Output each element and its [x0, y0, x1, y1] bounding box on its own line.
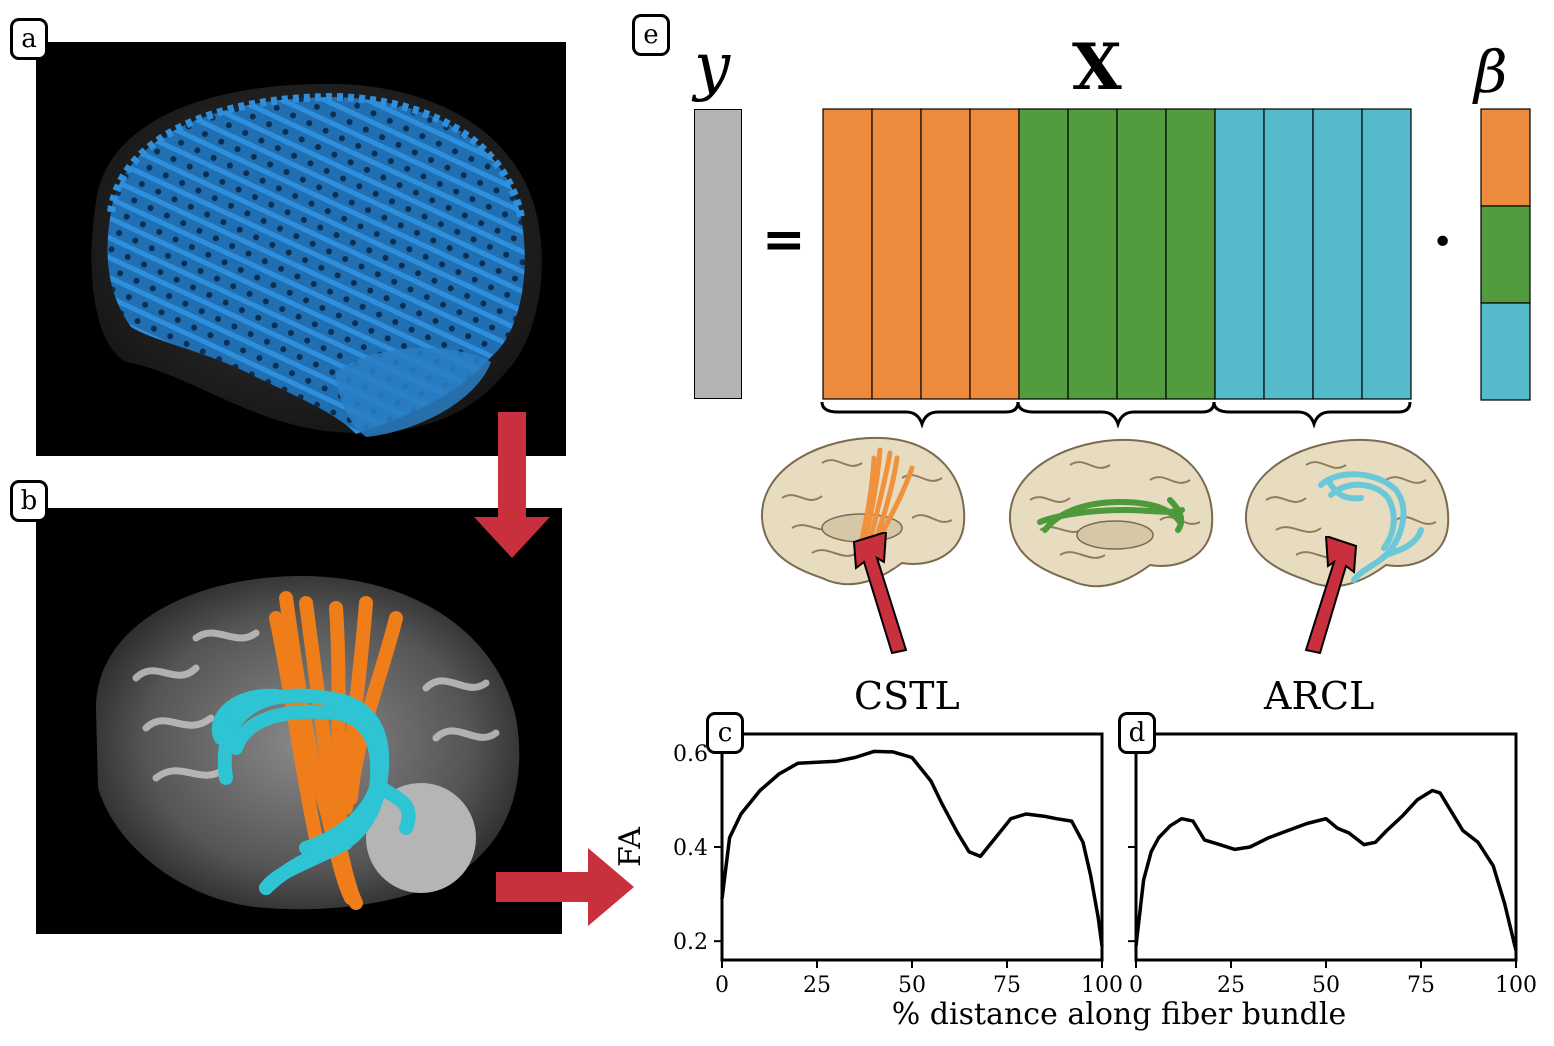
- x-tick-label-d: 100: [1495, 973, 1537, 998]
- matrix-col-cyan-4: [1361, 108, 1412, 400]
- matrix-col-green-1: [1018, 108, 1069, 400]
- y-tick-label-c: 0.2: [673, 930, 708, 955]
- down-arrow-icon: [474, 412, 550, 558]
- bundle-segmentation-image: [36, 508, 562, 934]
- bundle-name-cstl: CSTL: [854, 674, 960, 718]
- y-axis-title: FA: [613, 827, 648, 867]
- plot-frame-d: [1134, 732, 1518, 962]
- design-matrix: [822, 108, 1412, 400]
- x-matrix-symbol: X: [1072, 30, 1122, 105]
- x-tick-label-d: 0: [1129, 973, 1143, 998]
- x-tick-label-d: 75: [1407, 973, 1435, 998]
- panel-label-e: e: [632, 14, 670, 56]
- equals-sign: =: [762, 210, 806, 270]
- matrix-col-orange-2: [871, 108, 922, 400]
- brain-arcuate-image: [1244, 438, 1450, 588]
- plot-frame-c: [720, 732, 1104, 962]
- panel-label-b: b: [10, 480, 48, 522]
- matrix-col-green-3: [1116, 108, 1167, 400]
- matrix-col-green-4: [1165, 108, 1216, 400]
- x-axis-title: % distance along fiber bundle: [892, 997, 1346, 1032]
- cstl-pointer-arrow-icon: [852, 532, 908, 654]
- x-tick-label-c: 0: [715, 973, 729, 998]
- matrix-col-cyan-3: [1312, 108, 1363, 400]
- y-tick-label-c: 0.6: [673, 742, 708, 767]
- x-tick-label-c: 50: [898, 973, 926, 998]
- matrix-col-cyan-1: [1214, 108, 1265, 400]
- whole-brain-tractography-image: [36, 42, 566, 456]
- brain-callosum-image: [1008, 438, 1214, 588]
- x-tick-label-c: 75: [993, 973, 1021, 998]
- fa-profile-line-d: [1134, 788, 1518, 952]
- matrix-col-cyan-2: [1263, 108, 1314, 400]
- x-tick-label-c: 100: [1081, 973, 1123, 998]
- y-tick-label-c: 0.4: [673, 836, 708, 861]
- group-braces: [820, 401, 1412, 429]
- x-tick-label-d: 50: [1312, 973, 1340, 998]
- arcl-pointer-arrow-icon: [1304, 536, 1358, 654]
- right-arrow-icon: [496, 848, 634, 926]
- matrix-col-orange-1: [822, 108, 873, 400]
- panel-label-c: c: [706, 712, 744, 754]
- panel-label-d: d: [1118, 712, 1156, 754]
- x-tick-label-c: 25: [803, 973, 831, 998]
- beta-symbol: β: [1474, 38, 1508, 106]
- fa-profile-line-c: [720, 749, 1104, 947]
- y-vector: [694, 109, 742, 399]
- beta-vector: [1480, 108, 1531, 401]
- matrix-col-orange-4: [969, 108, 1020, 400]
- x-tick-label-d: 25: [1217, 973, 1245, 998]
- dot-operator: •: [1432, 222, 1454, 263]
- y-symbol: y: [694, 30, 731, 104]
- panel-label-a: a: [10, 18, 48, 60]
- matrix-col-orange-3: [920, 108, 971, 400]
- matrix-col-green-2: [1067, 108, 1118, 400]
- bundle-name-arcl: ARCL: [1264, 674, 1375, 718]
